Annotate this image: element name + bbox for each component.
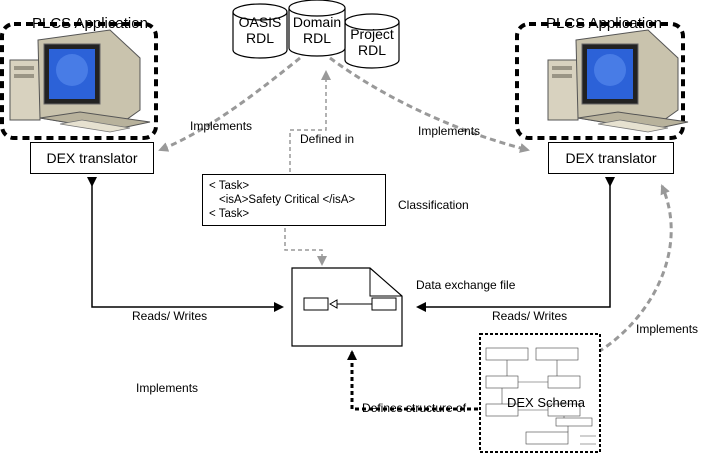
rdl-label-oasis-line2: RDL [245, 30, 274, 46]
implements-arrow-left [158, 56, 301, 152]
classification-box: < Task> <isA>Safety Critical </isA> < Ta… [202, 174, 386, 226]
implements-arrow-right [329, 56, 530, 153]
defined-in-label: Defined in [300, 132, 355, 146]
rdl-label-project-line2: RDL [357, 42, 386, 58]
classification-to-file-arrow [284, 228, 327, 266]
rdl-label-domain: Domain RDL [289, 14, 345, 46]
implements-arrow-schema [597, 184, 673, 354]
reads-writes-label-left: Reads/ Writes [132, 309, 208, 323]
defines-structure-label: Defines structure of [362, 401, 467, 415]
data-exchange-file-label: Data exchange file [416, 278, 516, 292]
right-app-frame [515, 22, 685, 140]
rdl-label-oasis: OASIS RDL [233, 14, 287, 46]
classification-line3: < Task> [209, 208, 250, 220]
implements-label-left: Implements [190, 119, 253, 133]
left-app-frame [0, 22, 158, 140]
reads-writes-arrow-left [87, 177, 284, 312]
reads-writes-label-right: Reads/ Writes [492, 309, 568, 323]
classification-label: Classification [398, 198, 469, 212]
classification-line1: < Task> [209, 180, 250, 192]
dex-schema-diagram [479, 333, 601, 453]
implements-label-schema: Implements [636, 322, 699, 336]
computer-icon-left [9, 29, 151, 133]
reads-writes-arrow-right [416, 177, 615, 312]
left-app-title: PLCS Application [32, 15, 148, 32]
defined-in-arrow [289, 70, 331, 172]
rdl-label-oasis-line1: OASIS [238, 14, 282, 30]
rdl-label-project-line1: Project [350, 26, 394, 42]
implements-label-bottom: Implements [136, 381, 199, 395]
rdl-label-domain-line2: RDL [302, 30, 331, 46]
rdl-cylinder-project [344, 13, 400, 69]
rdl-label-project: Project RDL [345, 26, 399, 58]
implements-label-right: Implements [418, 124, 481, 138]
computer-icon-right [547, 29, 689, 133]
classification-line2: <isA>Safety Critical </isA> [219, 194, 356, 206]
rdl-cylinder-oasis [232, 3, 288, 59]
dex-translator-right: DEX translator [548, 142, 674, 174]
rdl-cylinder-domain [288, 0, 346, 57]
dex-translator-left: DEX translator [30, 142, 154, 174]
defines-structure-arrow [347, 350, 478, 411]
rdl-label-domain-line1: Domain [292, 14, 342, 30]
right-app-title: PLCS Application [546, 15, 662, 32]
data-exchange-file-icon [291, 267, 403, 347]
dex-schema-label: DEX Schema [507, 395, 586, 410]
